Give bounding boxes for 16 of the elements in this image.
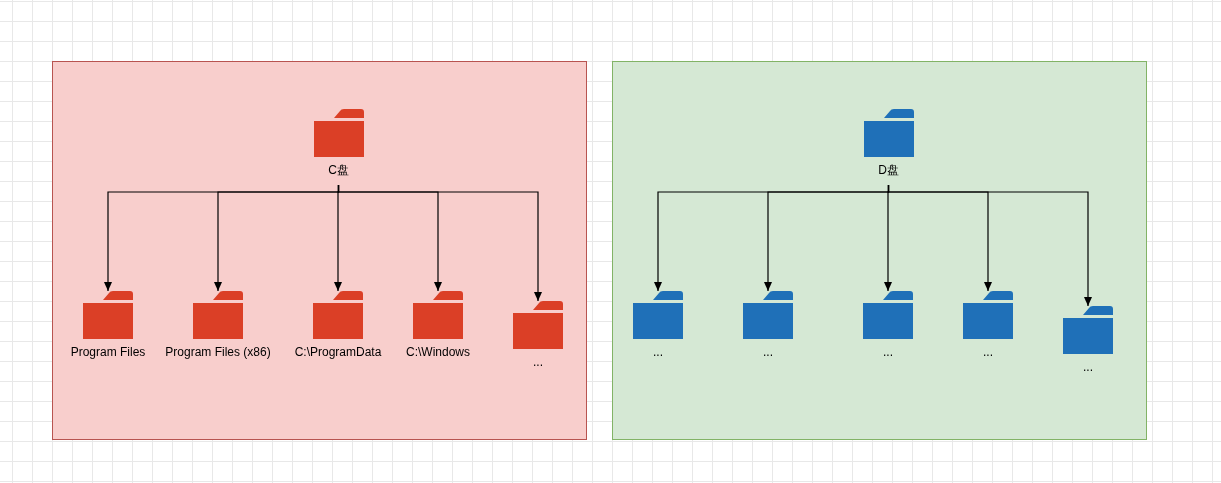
folder-label: C:\Windows [406, 345, 470, 359]
folder-label: ... [533, 355, 543, 369]
arrow [337, 184, 542, 302]
folder-label: D盘 [878, 163, 899, 177]
folder-label: Program Files (x86) [165, 345, 271, 359]
folder-label: ... [763, 345, 773, 359]
folder-label: ... [1083, 360, 1093, 374]
folder-label: C:\ProgramData [294, 345, 382, 359]
folder-label: Program Files [70, 345, 146, 359]
drive-panel [612, 61, 1147, 440]
folder-label: ... [883, 345, 893, 359]
drive-panel [52, 61, 587, 440]
folder-label: C盘 [328, 163, 349, 177]
folder-label: ... [983, 345, 993, 359]
folder-label: ... [653, 345, 663, 359]
arrow [887, 184, 1092, 307]
